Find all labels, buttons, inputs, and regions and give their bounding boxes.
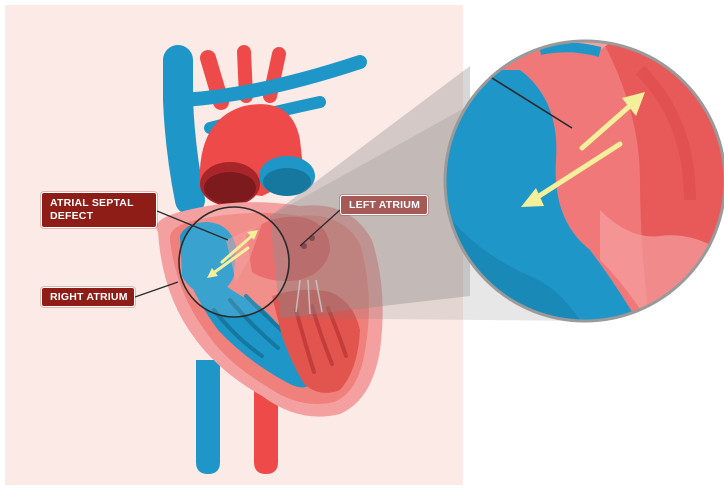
inferior-vena-cava: [196, 360, 220, 474]
small-magnifier: [179, 207, 289, 317]
aorta-opening-inner: [204, 172, 256, 204]
label-atrial-septal-defect: ATRIAL SEPTAL DEFECT: [41, 192, 157, 228]
label-left-atrium: LEFT ATRIUM: [340, 195, 428, 215]
label-right-atrium: RIGHT ATRIUM: [41, 287, 135, 307]
